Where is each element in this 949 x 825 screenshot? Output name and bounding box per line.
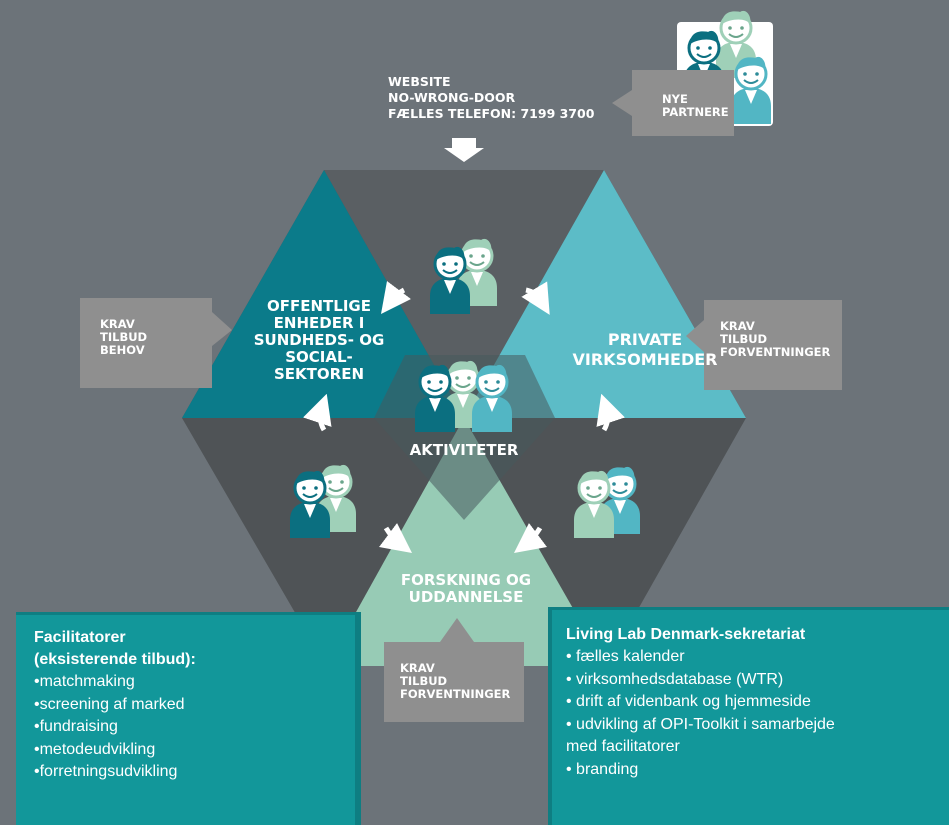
people-group-icon [413, 359, 514, 434]
list-item: • branding [566, 760, 639, 778]
facilitatorer-box: Facilitatorer (eksisterende tilbud): •ma… [16, 612, 361, 825]
public-sector-triangle [182, 170, 464, 418]
sekretariat-box: Living Lab Denmark-sekretariat • fælles … [548, 607, 949, 825]
list-item: • fælles kalender [566, 648, 685, 665]
curved-arrow-icon [378, 522, 412, 554]
nye-line: NYE [662, 92, 688, 106]
list-item: med facilitatorer [566, 738, 680, 755]
curved-arrow-icon [514, 522, 548, 554]
curved-arrow-icon [303, 393, 332, 432]
list-item: •screening af marked [34, 695, 185, 713]
list-item: •fundraising [34, 718, 118, 735]
partnere-line: PARTNERE [662, 105, 729, 119]
tag-right-shape [686, 300, 842, 390]
research-triangle [326, 418, 606, 666]
facilitatorer-title: Facilitatorer [34, 629, 126, 646]
research-label: FORSKNING OG UDDANNELSE [400, 571, 532, 606]
list-item: • drift af videnbank og hjemmeside [566, 693, 811, 710]
public-sector-label: OFFENTLIGE ENHEDER I SUNDHEDS- OG SOCIAL… [253, 297, 385, 383]
tag-nye-shape [612, 70, 734, 136]
list-item: •matchmaking [34, 673, 135, 690]
down-arrow-icon [444, 138, 484, 162]
list-item: •metodeudvikling [34, 740, 156, 758]
activities-label: AKTIVITETER [409, 441, 519, 459]
curved-arrow-icon [380, 280, 412, 314]
list-item: • udvikling af OPI-Toolkit i samarbejde [566, 715, 835, 733]
curved-arrow-icon [596, 393, 625, 432]
facilitatorer-subtitle: (eksisterende tilbud): [34, 651, 196, 668]
sekretariat-title: Living Lab Denmark-sekretariat [566, 626, 806, 643]
tag-bottom-shape [384, 618, 524, 722]
private-sector-triangle [464, 170, 746, 418]
list-item: •forretningsudvikling [34, 763, 178, 780]
tag-right: KRAV TILBUD FORVENTNINGER [720, 319, 831, 359]
nye-partnere-tag: NYE PARTNERE [662, 93, 729, 119]
people-group-icon [428, 237, 499, 316]
curved-arrow-icon [521, 281, 550, 315]
telephone-line: FÆLLES TELEFON: 7199 3700 [388, 106, 595, 121]
tag-bottom: KRAV TILBUD FORVENTNINGER [400, 661, 511, 701]
website-line: WEBSITE [388, 74, 451, 89]
list-item: • virksomhedsdatabase (WTR) [566, 670, 784, 688]
tag-left-shape [80, 298, 232, 388]
private-sector-label: PRIVATE VIRKSOMHEDER [572, 330, 718, 369]
no-wrong-door-line: NO-WRONG-DOOR [388, 90, 516, 105]
tag-left: KRAV TILBUD BEHOV [100, 317, 148, 357]
center-overlap [374, 355, 555, 520]
website-info: WEBSITE NO-WRONG-DOOR FÆLLES TELEFON: 71… [388, 74, 594, 122]
